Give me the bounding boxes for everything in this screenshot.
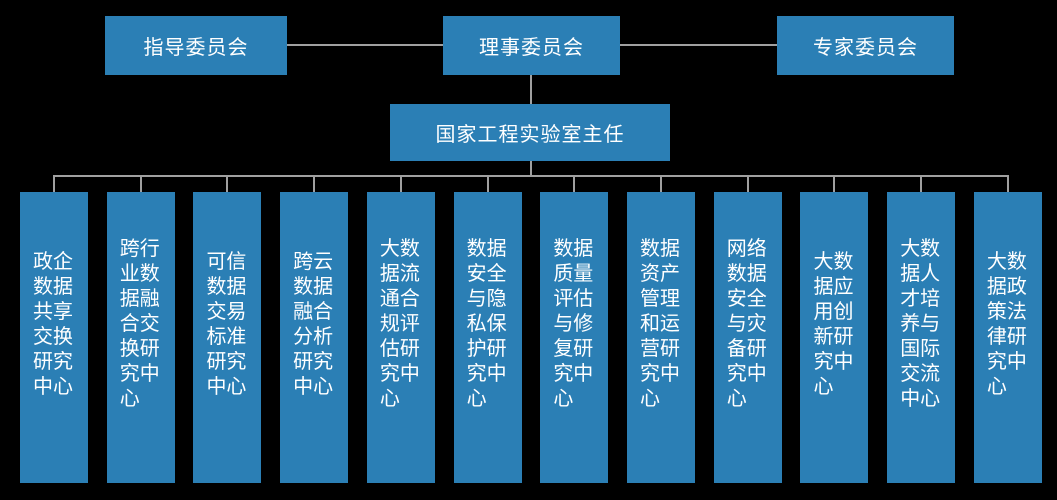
center-label: 政企数据共享交换研究中心 — [33, 250, 73, 398]
connector-stub — [399, 175, 402, 192]
connector-stub — [53, 175, 55, 192]
node-center-7: 数据质量评估与修复研究中心 — [540, 192, 609, 483]
connector-board-expert — [620, 44, 777, 46]
center-column: 跨云数据融合分析研究中心 — [280, 175, 349, 483]
connector-board-director — [530, 75, 532, 104]
center-label: 数据质量评估与修复研究中心 — [553, 238, 594, 410]
node-center-8: 数据资产管理和运营研究中心 — [627, 192, 696, 483]
center-label: 数据安全与隐私保护研究中心 — [466, 238, 507, 410]
node-center-3: 可信数据交易标准研究中心 — [193, 192, 262, 483]
node-guidance-committee: 指导委员会 — [105, 16, 287, 75]
connector-stub — [226, 175, 229, 192]
centers-row: 政企数据共享交换研究中心 跨行业数据融合交换研究中心 可信数据交易标准研究中心 … — [20, 175, 1042, 483]
connector-stub — [313, 175, 316, 192]
center-label: 大数据流通合规评估研究中心 — [379, 238, 420, 410]
node-lab-director: 国家工程实验室主任 — [390, 104, 670, 161]
connector-stub — [486, 175, 489, 192]
center-label: 大数据人才培养与国际交流中心 — [900, 238, 941, 410]
center-column: 大数据政策法律研究中心 — [973, 175, 1042, 483]
center-label: 大数据应用创新研究中心 — [813, 250, 854, 398]
connector-stub — [573, 175, 576, 192]
node-center-4: 跨云数据融合分析研究中心 — [280, 192, 349, 483]
center-column: 政企数据共享交换研究中心 — [20, 175, 88, 483]
node-center-12: 大数据政策法律研究中心 — [973, 192, 1042, 483]
center-column: 大数据流通合规评估研究中心 — [366, 175, 435, 483]
node-expert-committee: 专家委员会 — [777, 16, 954, 75]
center-label: 数据资产管理和运营研究中心 — [640, 238, 681, 410]
connector-stub — [746, 175, 749, 192]
connector-bus — [54, 175, 1007, 177]
center-column: 大数据人才培养与国际交流中心 — [887, 175, 956, 483]
node-center-6: 数据安全与隐私保护研究中心 — [453, 192, 522, 483]
center-label: 跨行业数据融合交换研究中心 — [119, 238, 160, 410]
connector-stub — [920, 175, 923, 192]
connector-stub — [1006, 175, 1009, 192]
node-board-committee: 理事委员会 — [443, 16, 620, 75]
node-center-1: 政企数据共享交换研究中心 — [20, 192, 88, 483]
connector-stub — [833, 175, 836, 192]
center-label: 网络数据安全与灾备研究中心 — [726, 238, 767, 410]
center-label: 可信数据交易标准研究中心 — [206, 250, 247, 398]
node-center-2: 跨行业数据融合交换研究中心 — [106, 192, 175, 483]
node-center-10: 大数据应用创新研究中心 — [800, 192, 869, 483]
center-column: 数据安全与隐私保护研究中心 — [453, 175, 522, 483]
center-label: 大数据政策法律研究中心 — [986, 250, 1027, 398]
center-column: 网络数据安全与灾备研究中心 — [713, 175, 782, 483]
node-center-11: 大数据人才培养与国际交流中心 — [887, 192, 956, 483]
center-label: 跨云数据融合分析研究中心 — [293, 250, 334, 398]
center-column: 数据质量评估与修复研究中心 — [540, 175, 609, 483]
connector-stub — [660, 175, 663, 192]
node-center-5: 大数据流通合规评估研究中心 — [366, 192, 435, 483]
connector-guidance-board — [287, 44, 443, 46]
node-center-9: 网络数据安全与灾备研究中心 — [713, 192, 782, 483]
center-column: 可信数据交易标准研究中心 — [193, 175, 262, 483]
center-column: 大数据应用创新研究中心 — [800, 175, 869, 483]
connector-stub — [139, 175, 142, 192]
center-column: 数据资产管理和运营研究中心 — [627, 175, 696, 483]
center-column: 跨行业数据融合交换研究中心 — [106, 175, 175, 483]
connector-director-bus — [530, 161, 532, 176]
